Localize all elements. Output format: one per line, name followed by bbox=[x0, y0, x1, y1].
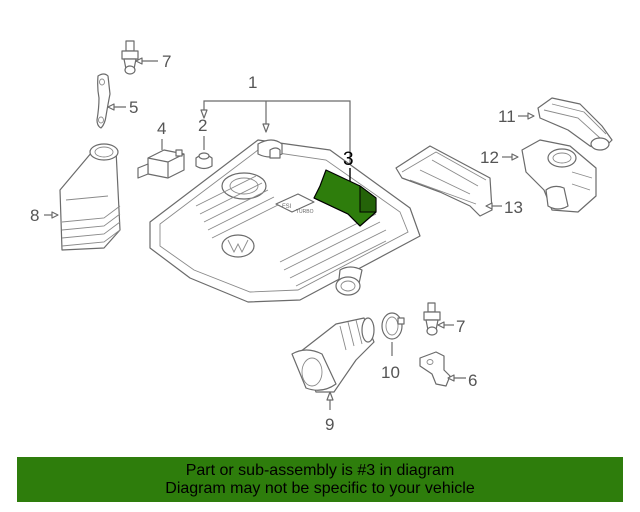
callout-2: 2 bbox=[198, 116, 207, 135]
part-2-grommet[interactable] bbox=[195, 152, 213, 170]
callout-7-upper: 7 bbox=[162, 52, 171, 71]
part-1-engine-cover[interactable]: FSI TURBO bbox=[149, 139, 421, 303]
callout-12: 12 bbox=[480, 148, 499, 167]
part-7-upper-sensor[interactable] bbox=[121, 40, 158, 75]
part-10-clamp[interactable] bbox=[381, 312, 405, 340]
fsi-badge bbox=[275, 193, 315, 213]
callout-10: 10 bbox=[381, 363, 400, 382]
callout-3: 3 bbox=[343, 149, 354, 170]
badge-bottom-text: TURBO bbox=[296, 209, 314, 215]
callout-9: 9 bbox=[325, 415, 334, 434]
callout-4: 4 bbox=[157, 119, 166, 138]
part-6-bracket[interactable] bbox=[419, 351, 451, 387]
badge-top-text: FSI bbox=[282, 204, 292, 210]
banner-line-2: Diagram may not be specific to your vehi… bbox=[165, 479, 475, 497]
callout-7-lower: 7 bbox=[456, 317, 465, 336]
banner-line-1: Part or sub-assembly is #3 in diagram bbox=[185, 461, 455, 479]
part-4-sensor[interactable] bbox=[137, 149, 185, 179]
callout-11: 11 bbox=[498, 107, 516, 126]
callout-8: 8 bbox=[30, 206, 39, 225]
part-13-intake-duct[interactable] bbox=[395, 145, 493, 217]
part-7-lower-sensor[interactable] bbox=[423, 302, 441, 336]
cover-ribs-left bbox=[195, 175, 281, 239]
part-12-air-box[interactable] bbox=[521, 139, 597, 213]
vw-logo-icon bbox=[221, 234, 255, 258]
callout-6: 6 bbox=[468, 371, 477, 390]
part-11-air-duct[interactable] bbox=[537, 97, 613, 151]
part-9-intake-hose[interactable] bbox=[291, 317, 375, 393]
info-banner: Part or sub-assembly is #3 in diagram Di… bbox=[17, 457, 623, 502]
parts-diagram: 7 5 4 2 1 bbox=[30, 40, 613, 434]
callout-1: 1 bbox=[248, 73, 257, 92]
part-3-highlighted[interactable] bbox=[313, 169, 377, 227]
callout-13: 13 bbox=[504, 198, 523, 217]
leader-1 bbox=[200, 100, 351, 170]
part-8-filter-housing[interactable] bbox=[59, 143, 121, 251]
callout-5: 5 bbox=[129, 98, 138, 117]
part-5-bracket[interactable] bbox=[96, 73, 126, 129]
